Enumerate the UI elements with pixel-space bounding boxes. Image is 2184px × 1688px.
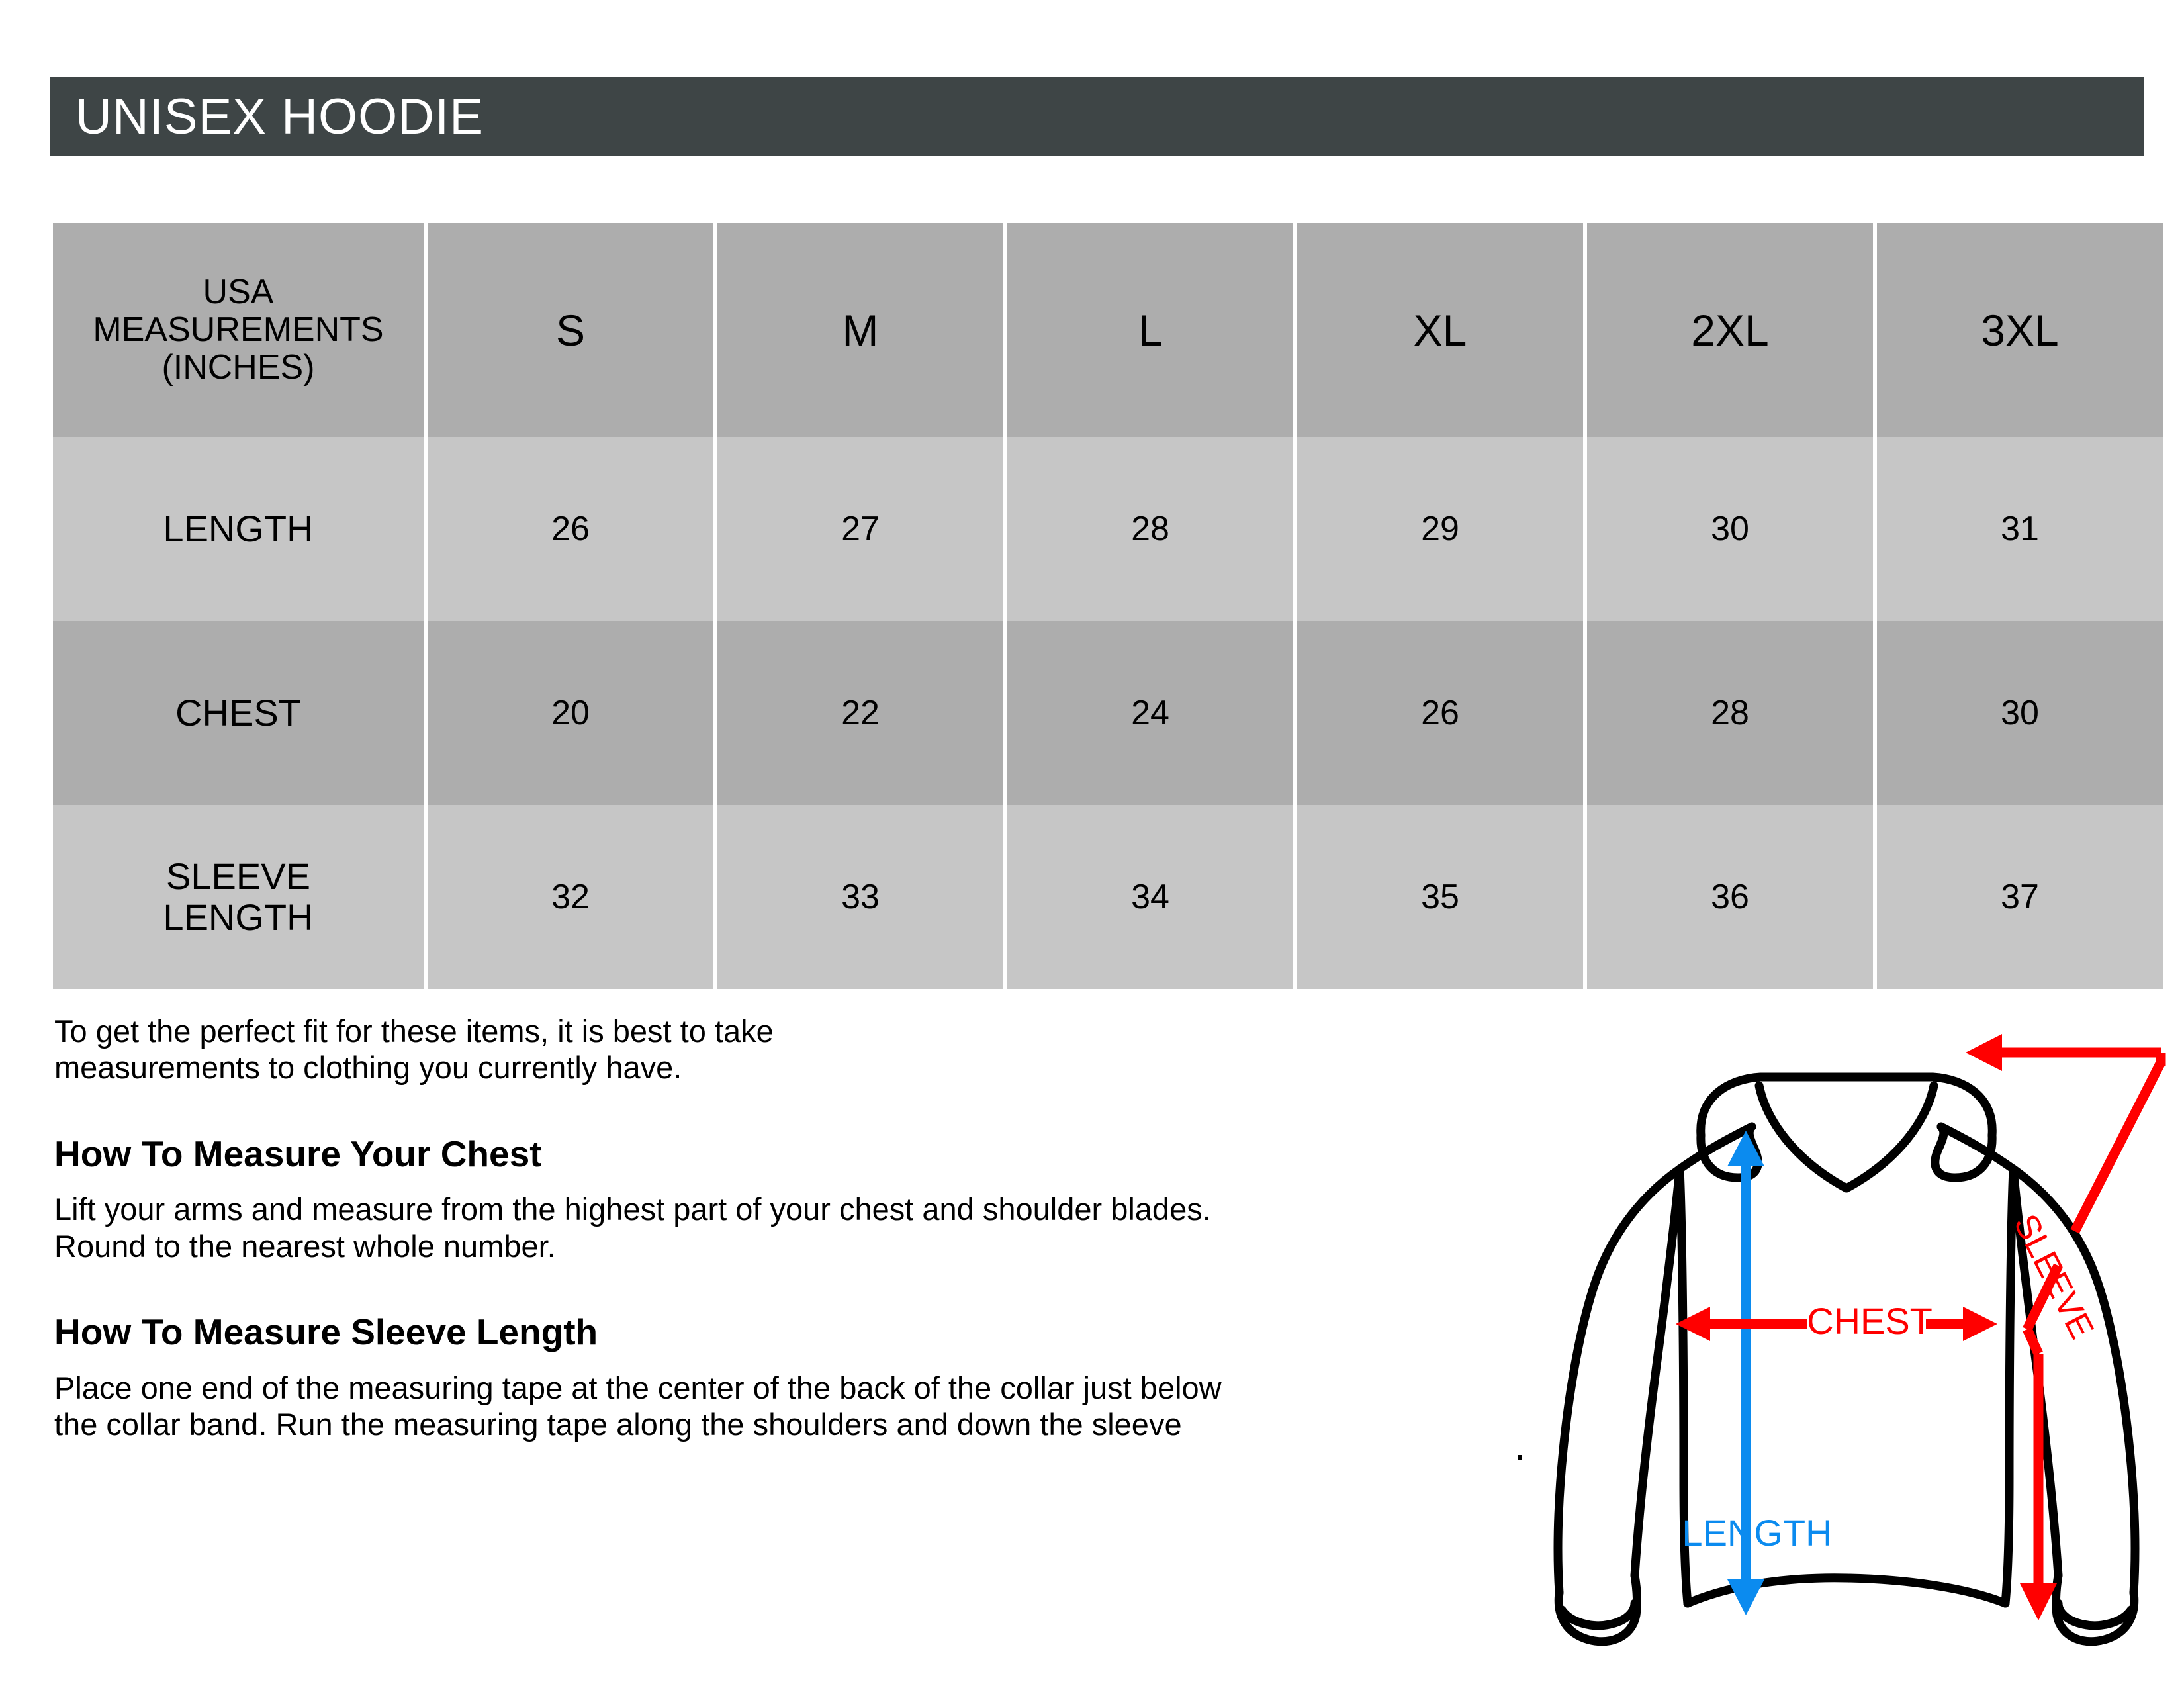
chest-body-line-1: Lift your arms and measure from the high… — [54, 1192, 1211, 1227]
chest-label: CHEST — [1807, 1300, 1933, 1342]
page-title: UNISEX HOODIE — [75, 88, 484, 145]
row-label-sleeve-line-1: SLEEVE — [166, 855, 310, 898]
cell-chest-3xl: 30 — [1877, 621, 2163, 805]
title-bar: UNISEX HOODIE — [50, 77, 2144, 156]
table-row-chest: CHEST 20 22 24 26 28 30 — [53, 621, 2163, 805]
chest-section-body: Lift your arms and measure from the high… — [54, 1191, 1497, 1264]
length-label: LENGTH — [1682, 1512, 1832, 1554]
header-cell-size-xl: XL — [1297, 223, 1583, 437]
header-cell-size-s: S — [428, 223, 713, 437]
cell-chest-s: 20 — [428, 621, 713, 805]
cell-chest-l: 24 — [1007, 621, 1293, 805]
row-label-chest-line-1: CHEST — [175, 692, 301, 734]
cell-sleeve-3xl: 37 — [1877, 805, 2163, 989]
sleeve-label: SLEEVE — [2006, 1208, 2101, 1345]
intro-line-2: measurements to clothing you currently h… — [54, 1050, 682, 1086]
cell-length-l: 28 — [1007, 437, 1293, 621]
row-label-sleeve-length: SLEEVE LENGTH — [53, 805, 424, 989]
length-measure-arrow — [1727, 1131, 1764, 1615]
cell-sleeve-xl: 35 — [1297, 805, 1583, 989]
hoodie-outline-icon — [1553, 1072, 2140, 1646]
cell-length-m: 27 — [717, 437, 1003, 621]
stray-dot-artifact — [1518, 1455, 1522, 1460]
row-label-sleeve-line-2: LENGTH — [163, 896, 314, 938]
cell-sleeve-m: 33 — [717, 805, 1003, 989]
cell-length-xl: 29 — [1297, 437, 1583, 621]
row-label-length-line-1: LENGTH — [163, 508, 314, 550]
header-label-line-1: USA — [203, 272, 274, 311]
instructions-section: To get the perfect fit for these items, … — [54, 1013, 1497, 1443]
header-label-line-3: (INCHES) — [161, 348, 315, 387]
size-chart-table: USA MEASUREMENTS (INCHES) S M L XL 2XL 3… — [49, 223, 2167, 989]
intro-line-1: To get the perfect fit for these items, … — [54, 1013, 774, 1049]
header-cell-size-3xl: 3XL — [1877, 223, 2163, 437]
header-label-line-2: MEASUREMENTS — [93, 310, 384, 349]
sleeve-measure-arrow — [1966, 1034, 2166, 1620]
row-label-chest: CHEST — [53, 621, 424, 805]
intro-paragraph: To get the perfect fit for these items, … — [54, 1013, 1497, 1086]
sleeve-section-heading: How To Measure Sleeve Length — [54, 1311, 598, 1353]
cell-chest-xl: 26 — [1297, 621, 1583, 805]
chest-body-line-2: Round to the nearest whole number. — [54, 1228, 556, 1264]
sleeve-body-line-2: the collar band. Run the measuring tape … — [54, 1407, 1182, 1442]
sleeve-body-line-1: Place one end of the measuring tape at t… — [54, 1370, 1222, 1405]
table-row-sleeve-length: SLEEVE LENGTH 32 33 34 35 36 37 — [53, 805, 2163, 989]
cell-length-s: 26 — [428, 437, 713, 621]
header-cell-measurement-unit: USA MEASUREMENTS (INCHES) — [53, 223, 424, 437]
hoodie-measurement-diagram: LENGTH CHEST SLEEVE — [1509, 1013, 2184, 1688]
chest-section-heading: How To Measure Your Chest — [54, 1133, 542, 1174]
row-label-length: LENGTH — [53, 437, 424, 621]
header-cell-size-2xl: 2XL — [1587, 223, 1873, 437]
sleeve-section-body: Place one end of the measuring tape at t… — [54, 1370, 1497, 1443]
cell-chest-2xl: 28 — [1587, 621, 1873, 805]
cell-sleeve-l: 34 — [1007, 805, 1293, 989]
cell-length-3xl: 31 — [1877, 437, 2163, 621]
chest-measure-arrow — [1676, 1307, 1997, 1341]
table-row-length: LENGTH 26 27 28 29 30 31 — [53, 437, 2163, 621]
cell-sleeve-2xl: 36 — [1587, 805, 1873, 989]
header-cell-size-m: M — [717, 223, 1003, 437]
cell-chest-m: 22 — [717, 621, 1003, 805]
header-cell-size-l: L — [1007, 223, 1293, 437]
cell-sleeve-s: 32 — [428, 805, 713, 989]
table-header-row: USA MEASUREMENTS (INCHES) S M L XL 2XL 3… — [53, 223, 2163, 437]
cell-length-2xl: 30 — [1587, 437, 1873, 621]
